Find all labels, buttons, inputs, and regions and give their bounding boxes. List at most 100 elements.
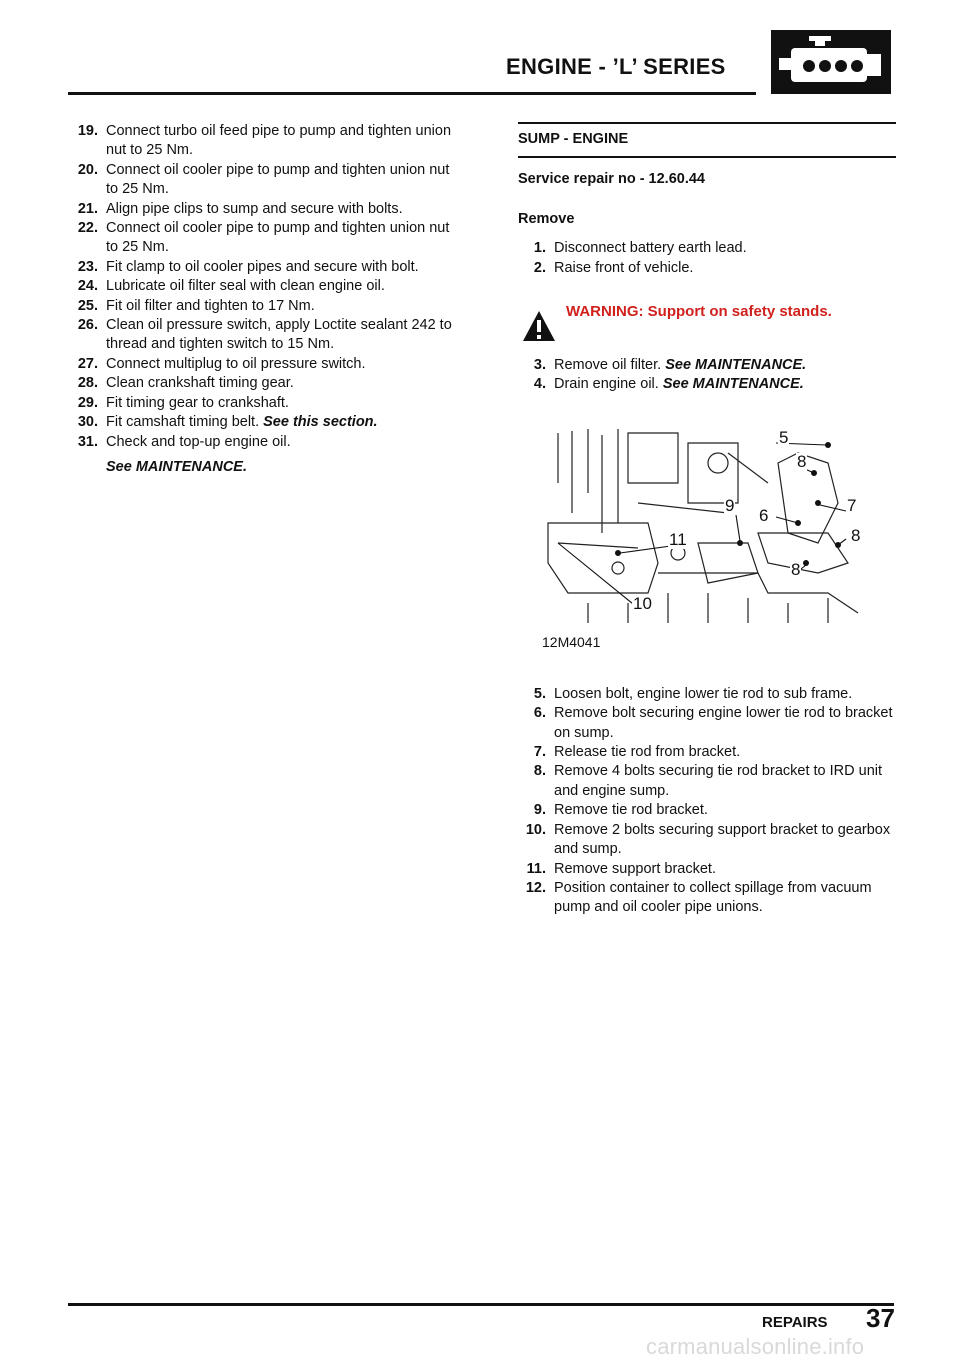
step-item: 9. Remove tie rod bracket. [518, 801, 896, 820]
step-item: 11. Remove support bracket. [518, 860, 896, 879]
step-item: 25. Fit oil filter and tighten to 17 Nm. [70, 297, 455, 316]
step-number: 22. [77, 220, 98, 237]
figure-callout-number: 6 [758, 505, 770, 525]
step-item: 10. Remove 2 bolts securing support brack… [518, 821, 896, 860]
remove-subheading: Remove [518, 210, 575, 227]
step-item: 6. Remove bolt securing engine lower tie … [518, 704, 896, 743]
step-number: 23. [77, 258, 98, 275]
step-number: 11. [526, 860, 546, 877]
step-number: 31. [77, 433, 98, 450]
step-text: Lubricate oil filter seal with clean eng… [106, 278, 385, 295]
watermark: carmanualsonline.info [646, 1334, 865, 1359]
figure-callout-number: 5 [778, 427, 790, 447]
figure-callout-number: 7 [846, 495, 858, 515]
step-item: 7. Release tie rod from bracket. [518, 743, 896, 762]
step-text: Remove tie rod bracket. [554, 802, 708, 819]
step-text: Check and top-up engine oil. [106, 433, 291, 450]
header-rule [68, 92, 756, 95]
step-number: 10. [525, 821, 546, 838]
step-text: Align pipe clips to sump and secure with… [106, 200, 403, 217]
step-item: 22.Connect oil cooler pipe to pump and t… [70, 219, 455, 258]
section-rule-top [518, 122, 896, 124]
step-item: 21. Align pipe clips to sump and secure w… [70, 200, 455, 219]
step-text: Clean oil pressure switch, apply Loctite… [106, 317, 452, 353]
engine-icon [771, 30, 891, 94]
section-rule-bottom [518, 156, 896, 159]
step-item: 26.Clean oil pressure switch, apply Loct… [70, 316, 455, 355]
step-item: 23. Fit clamp to oil cooler pipes and sec… [70, 258, 455, 277]
page-number: 37 [866, 1303, 895, 1333]
step-item: 20. Connect oil cooler pipe to pump and t… [70, 161, 455, 200]
step-text: Release tie rod from bracket. [554, 744, 741, 761]
step-text: Remove 2 bolts securing support bracket … [554, 821, 891, 858]
step-number: 20. [77, 161, 98, 178]
left-column: 19. Connect turbo oil feed pipe to pump a… [70, 122, 455, 477]
step-text: Loosen bolt, engine lower tie rod to sub… [554, 685, 853, 702]
remove-steps-c: 5. Loosen bolt, engine lower tie rod to s… [518, 685, 896, 918]
step-number: 21. [77, 200, 98, 217]
left-step-list: 19. Connect turbo oil feed pipe to pump a… [70, 122, 455, 452]
section-title: SUMP - ENGINE [518, 131, 629, 147]
step-text: Connect turbo oil feed pipe to pump and … [106, 123, 452, 159]
step-text: Position container to collect spillage f… [554, 879, 872, 916]
step-text: Drain engine oil. [554, 376, 659, 393]
step-text: Disconnect battery earth lead. [554, 240, 747, 257]
step-text: Raise front of vehicle. [554, 259, 694, 276]
figure-callout-number: 10 [632, 593, 653, 613]
figure-callout-number: 9 [724, 495, 736, 515]
warning-text: WARNING: Support on safety stands. [566, 303, 832, 321]
step-item: 5. Loosen bolt, engine lower tie rod to s… [518, 685, 896, 704]
step-number: 29. [77, 394, 98, 411]
step-text: Remove 4 bolts securing tie rod bracket … [554, 763, 883, 799]
step-item: 31. Check and top-up engine oil. [70, 433, 455, 452]
step-text: Remove bolt securing engine lower tie ro… [554, 705, 893, 741]
step-item: 30. Fit camshaft timing belt. See this se… [70, 413, 455, 432]
maintenance-reference[interactable]: See MAINTENANCE. [106, 458, 247, 475]
cross-reference-link[interactable]: See MAINTENANCE. [665, 357, 807, 374]
figure-callout-number: 8 [796, 451, 808, 471]
step-number: 24. [77, 278, 98, 295]
step-item: 29. Fit timing gear to crankshaft. [70, 394, 455, 413]
service-repair-number: Service repair no - 12.60.44 [518, 171, 705, 188]
step-number: 30. [77, 414, 98, 431]
step-number: 3. [533, 357, 546, 374]
step-item: 12.Position container to collect spillag… [518, 879, 896, 918]
step-number: 25. [77, 297, 98, 314]
cross-reference-link[interactable]: See MAINTENANCE. [662, 376, 804, 393]
step-item: 27. Connect multiplug to oil pressure swi… [70, 355, 455, 374]
step-item: 1. Disconnect battery earth lead. [518, 239, 896, 258]
figure-callout-number: 8 [850, 525, 862, 545]
remove-steps-b: 3.Remove oil filter. See MAINTENANCE.4.D… [518, 356, 896, 395]
warning-box: WARNING: Support on safety stands. [518, 302, 896, 346]
right-column: SUMP - ENGINE Service repair no - 12.60.… [518, 122, 896, 918]
step-text: Connect multiplug to oil pressure switch… [106, 355, 366, 372]
step-number: 19. [77, 123, 98, 139]
step-text: Fit timing gear to crankshaft. [106, 394, 289, 411]
sump-illustration [540, 422, 862, 624]
cross-reference-link[interactable]: See this section. [263, 414, 378, 431]
step-number: 28. [77, 375, 98, 392]
step-number: 27. [77, 355, 98, 372]
step-number: 1. [533, 240, 546, 257]
step-text: Connect oil cooler pipe to pump and tigh… [106, 161, 450, 198]
step-number: 6. [533, 705, 546, 722]
footer-section-label: REPAIRS [762, 1314, 828, 1331]
step-text: Clean crankshaft timing gear. [106, 375, 294, 392]
figure-callout-number: 11 [668, 529, 688, 549]
step-number: 4. [533, 376, 546, 393]
remove-steps-a: 1. Disconnect battery earth lead. 2. Raise … [518, 239, 896, 278]
step-number: 7. [533, 744, 546, 761]
step-number: 2. [533, 259, 546, 276]
figure-callout-number: 8 [790, 559, 802, 579]
step-item: 2. Raise front of vehicle. [518, 259, 896, 278]
step-number: 9. [533, 802, 546, 819]
footer-rule [68, 1303, 894, 1306]
step-number: 5. [533, 685, 546, 702]
step-text: Fit oil filter and tighten to 17 Nm. [106, 297, 315, 314]
step-text: Fit camshaft timing belt. [106, 414, 260, 431]
step-item: 28. Clean crankshaft timing gear. [70, 374, 455, 393]
step-text: Remove support bracket. [554, 860, 716, 877]
step-text: Fit clamp to oil cooler pipes and secure… [106, 258, 419, 275]
step-item: 8.Remove 4 bolts securing tie rod bracke… [518, 762, 896, 801]
